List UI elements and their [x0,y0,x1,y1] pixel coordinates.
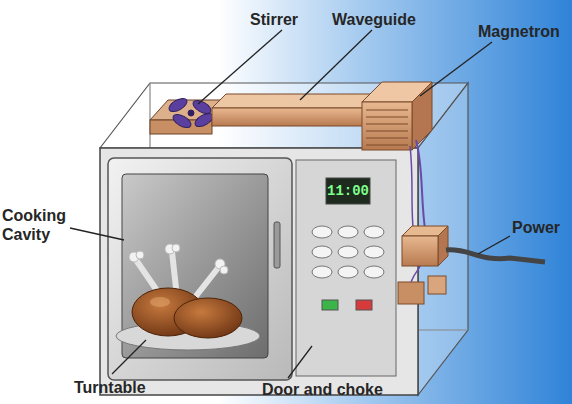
chicken-bone-end [129,244,228,274]
display-time: 11:00 [326,181,370,201]
part-label: Door and choke [262,380,402,399]
leader-lines-part [288,346,312,378]
power-unit-part [402,236,438,266]
wire [410,146,414,236]
part-label: Stirrer [250,10,340,29]
buttons-part [364,246,384,258]
chicken-bone-part [136,260,158,292]
power-cord [446,250,545,262]
buttons-part [312,226,332,238]
magnetron-fins-part [366,131,408,132]
magnetron-fins-part [366,138,408,139]
buttons-part [338,246,358,258]
leader-lines-part [420,42,492,96]
waveguide-tube [212,108,364,126]
magnetron-fins-part [366,145,408,146]
transformer-part [428,276,446,294]
stirrer-fan [167,96,215,131]
magnetron-fins [366,110,408,145]
panel [296,160,396,376]
waveguide [212,94,378,126]
leader-lines-part [112,340,146,374]
control-panel [296,160,396,376]
buttons [312,226,384,278]
leader-lines [70,30,510,378]
part-label: Turntable [74,378,174,397]
chicken-piece [174,298,242,338]
chicken-bone-part [196,268,218,296]
magnetron-body [412,82,432,150]
chicken [129,244,242,338]
stirrer-fan-part [188,110,194,116]
chicken-bone-end-part [136,251,144,259]
leader-lines-part [198,30,282,104]
magnetron-fins-part [366,124,408,125]
cabinet-front [100,148,418,395]
chicken-bone-end-part [220,266,228,274]
power-unit-part [438,226,448,266]
buttons-part [338,266,358,278]
buttons-part [364,226,384,238]
chicken-bone-end-part [172,244,180,252]
magnetron-body [362,102,412,150]
buttons-part [312,246,332,258]
leader-lines-part [300,30,372,100]
wire [416,140,426,236]
waveguide-top [212,94,378,108]
start-button [322,300,338,310]
door [108,158,292,380]
transformer [398,266,446,304]
display [326,178,370,204]
part-label: Magnetron [478,22,572,41]
magnetron-fins-part [366,110,408,111]
magnetron-fins-part [366,117,408,118]
cabinet [100,83,468,395]
part-label: Cooking Cavity [2,206,72,244]
stirrer-fan-part [167,96,189,115]
leader-lines-part [70,228,124,240]
magnetron [362,82,432,150]
transformer-part [398,282,424,304]
power-unit [402,226,448,266]
part-label: Waveguide [332,10,442,29]
part-label: Power [512,218,572,237]
stop-button [356,300,372,310]
buttons-part [364,266,384,278]
chicken-bone-part [172,252,176,288]
transformer-part [411,266,420,282]
chicken-highlight [150,297,170,307]
leader-lines-part [478,236,510,254]
buttons-part [312,266,332,278]
buttons-part [338,226,358,238]
door-latch [274,222,280,268]
door-frame [108,158,292,380]
